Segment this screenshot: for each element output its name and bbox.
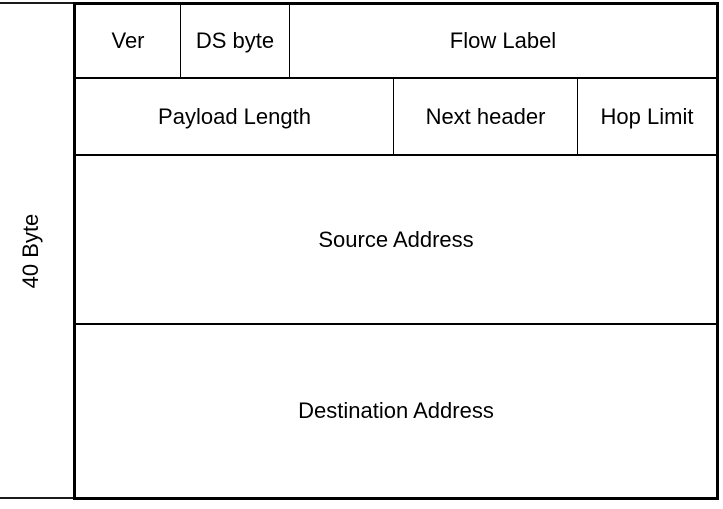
- header-fields-table: Ver DS byte Flow Label Payload Length Ne…: [73, 2, 719, 500]
- field-next-header: Next header: [394, 79, 578, 154]
- field-payload-length: Payload Length: [76, 79, 394, 154]
- field-version: Ver: [76, 5, 181, 77]
- byte-span-tick-bottom: [0, 497, 76, 499]
- field-destination-address: Destination Address: [298, 398, 494, 423]
- field-ds-byte: DS byte: [181, 5, 290, 77]
- field-hop-limit: Hop Limit: [600, 103, 694, 129]
- table-row-4: Destination Address: [76, 325, 716, 497]
- byte-span-tick-top: [0, 2, 76, 4]
- field-source-address: Source Address: [318, 226, 474, 252]
- byte-size-label: 40 Byte: [18, 213, 43, 289]
- field-flow-label: Flow Label: [449, 28, 557, 53]
- table-row-3: Source Address: [76, 156, 716, 325]
- table-row-2: Payload Length Next header Hop Limit: [76, 79, 716, 156]
- table-row-1: Ver DS byte Flow Label: [76, 5, 716, 79]
